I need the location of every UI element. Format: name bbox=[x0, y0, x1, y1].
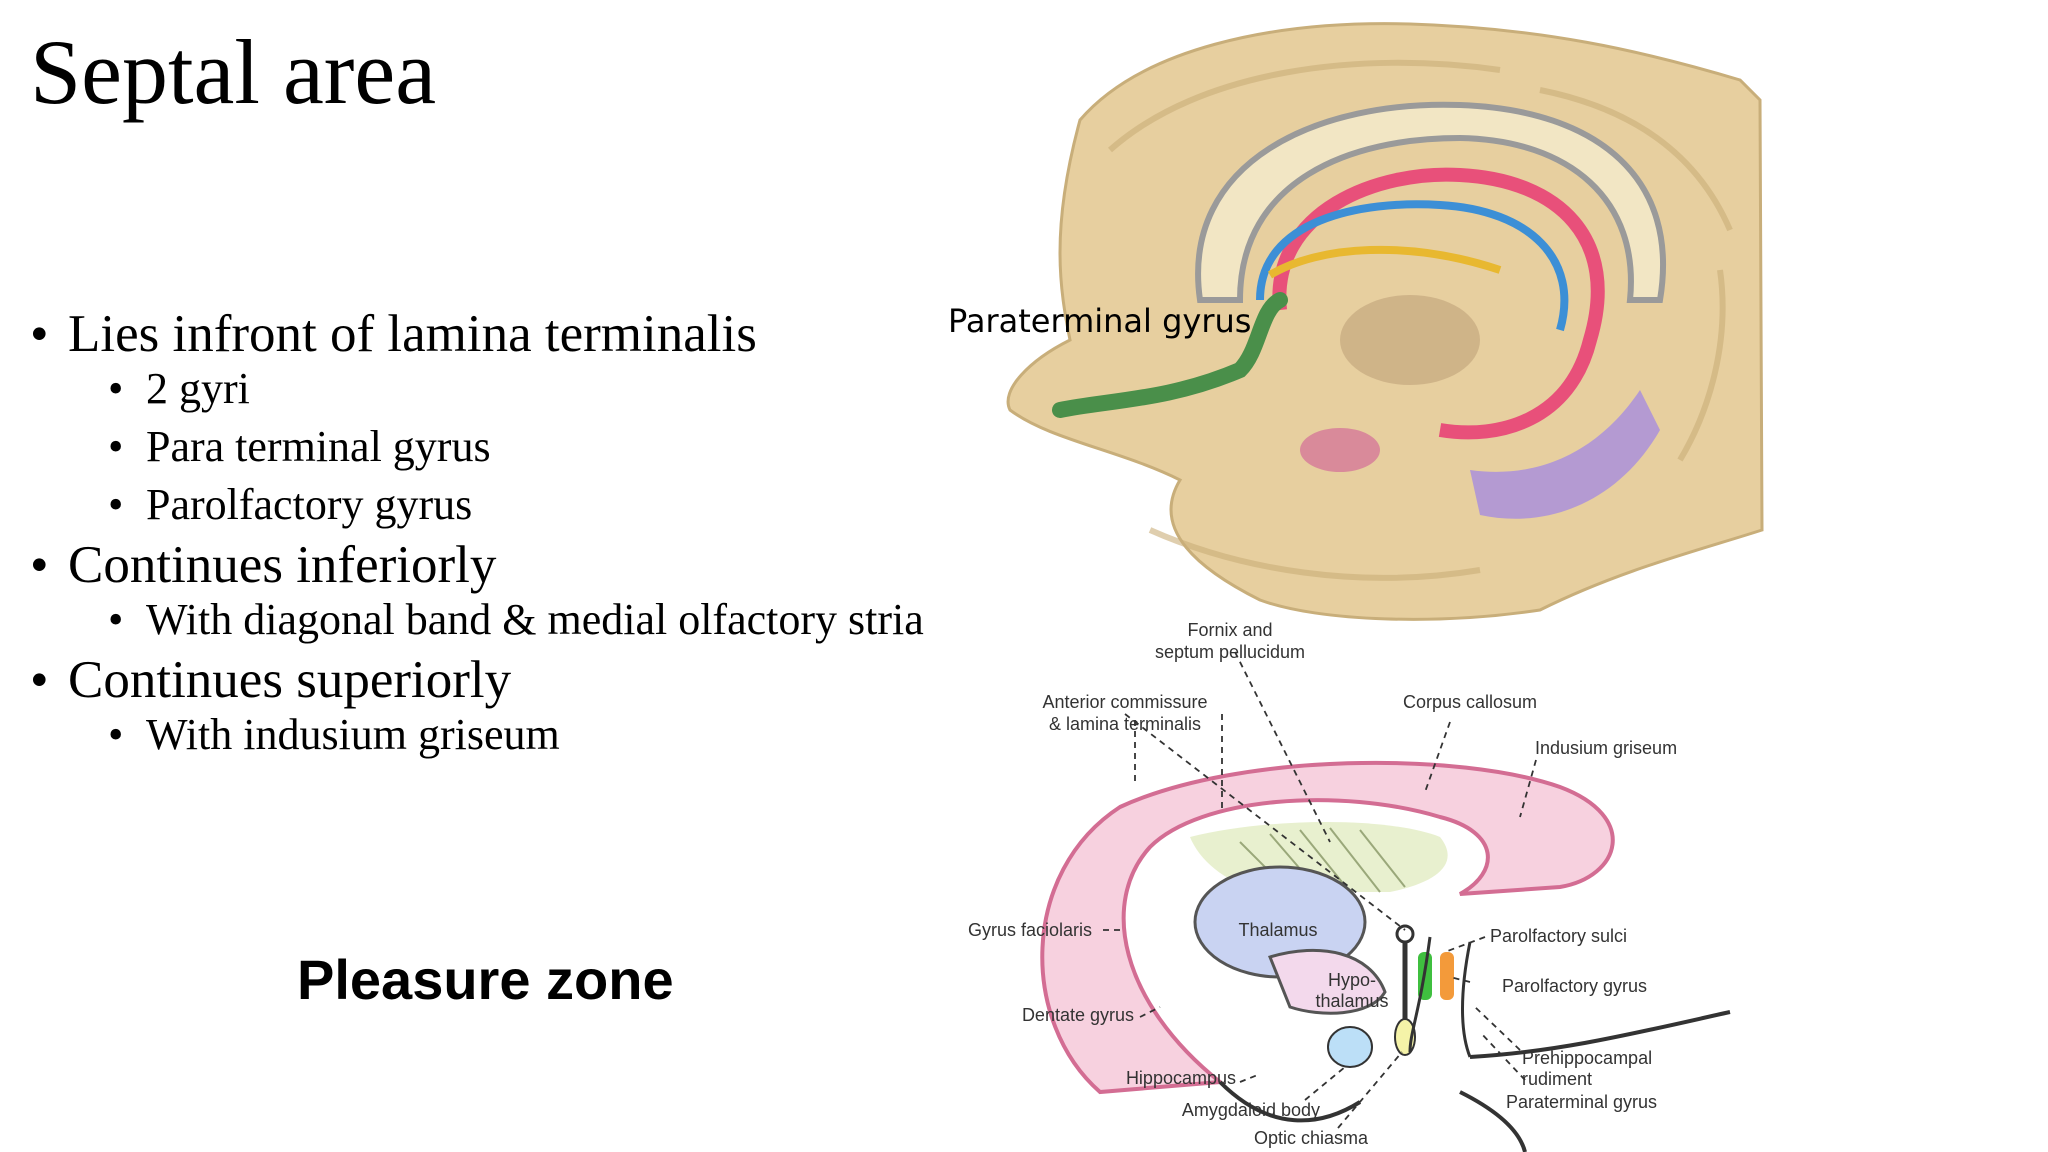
sub-bullet-indusium-griseum: With indusium griseum bbox=[108, 712, 930, 758]
label-hippocampus: Hippocampus bbox=[1126, 1068, 1236, 1088]
paraterminal-green-band bbox=[1052, 292, 1288, 418]
right-contour bbox=[1459, 1010, 1731, 1152]
paraterminal-gyrus-label: Paraterminal gyrus bbox=[948, 302, 1252, 340]
amygdaloid-shape bbox=[1327, 1026, 1373, 1068]
sub-bullet-parolfactory-gyrus: Parolfactory gyrus bbox=[108, 482, 930, 528]
label-fornix-line2: septum pellucidum bbox=[1155, 642, 1305, 662]
sub-bullet-2-gyri: 2 gyri bbox=[108, 366, 930, 412]
thalamic-region bbox=[1340, 295, 1480, 385]
label-dentate-gyrus: Dentate gyrus bbox=[1022, 1005, 1134, 1025]
label-fornix-line1: Fornix and bbox=[1187, 620, 1272, 640]
label-parolfactory-gyrus: Parolfactory gyrus bbox=[1502, 976, 1647, 996]
label-anterior-line1: Anterior commissure bbox=[1042, 692, 1207, 712]
hippocampus-curve bbox=[1218, 1080, 1362, 1123]
bullet-continues-superiorly: Continues superiorly bbox=[30, 651, 930, 711]
label-thalamus: Thalamus bbox=[1238, 920, 1317, 940]
limbic-yellow-tract bbox=[1267, 245, 1502, 279]
sulci-lines bbox=[1408, 936, 1472, 1058]
bullet-continues-inferiorly: Continues inferiorly bbox=[30, 536, 930, 596]
corpus-callosum-arc bbox=[1195, 101, 1667, 303]
septal-schematic-diagram: Fornix and septum pellucidum Anterior co… bbox=[968, 620, 1731, 1152]
label-hypo-line2: thalamus bbox=[1315, 991, 1388, 1011]
pleasure-zone-label: Pleasure zone bbox=[297, 948, 674, 1011]
label-corpus-callosum: Corpus callosum bbox=[1403, 692, 1537, 712]
label-optic-chiasma: Optic chiasma bbox=[1254, 1128, 1369, 1148]
label-indusium-griseum: Indusium griseum bbox=[1535, 738, 1677, 758]
limbic-pink-tract bbox=[1272, 167, 1605, 440]
label-anterior-line2: & lamina terminalis bbox=[1049, 714, 1201, 734]
label-paraterminal-gyrus: Paraterminal gyrus bbox=[1506, 1092, 1657, 1112]
corpus-callosum-shape bbox=[1040, 760, 1615, 1095]
hippocampal-purple bbox=[1470, 390, 1660, 519]
label-amygdaloid-body: Amygdaloid body bbox=[1182, 1100, 1320, 1120]
sub-bullet-diagonal-band: With diagonal band & medial olfactory st… bbox=[108, 597, 930, 643]
amygdala-shape bbox=[1300, 428, 1380, 472]
label-hypo-line1: Hypo- bbox=[1328, 970, 1376, 990]
sub-bullet-para-terminal-gyrus: Para terminal gyrus bbox=[108, 424, 930, 470]
label-gyrus-faciolaris: Gyrus faciolaris bbox=[968, 920, 1092, 940]
bullet-lies-infront: Lies infront of lamina terminalis bbox=[30, 305, 930, 365]
label-prehippo-line1: Prehippocampal bbox=[1522, 1048, 1652, 1068]
limbic-blue-tract bbox=[1256, 200, 1569, 332]
gyri-texture bbox=[1108, 59, 1733, 581]
hypothalamus-shape bbox=[1267, 948, 1387, 1015]
slide-title: Septal area bbox=[30, 21, 437, 123]
brain-medial-illustration bbox=[1006, 22, 1764, 621]
anterior-commissure bbox=[1395, 924, 1415, 944]
label-parolfactory-sulci: Parolfactory sulci bbox=[1490, 926, 1627, 946]
parolfactory-gyrus-shape bbox=[1440, 952, 1454, 1000]
bullet-list: Lies infront of lamina terminalis 2 gyri… bbox=[30, 305, 930, 770]
leader-lines bbox=[1103, 651, 1537, 1129]
label-prehippo-line2: rudiment bbox=[1522, 1069, 1592, 1089]
